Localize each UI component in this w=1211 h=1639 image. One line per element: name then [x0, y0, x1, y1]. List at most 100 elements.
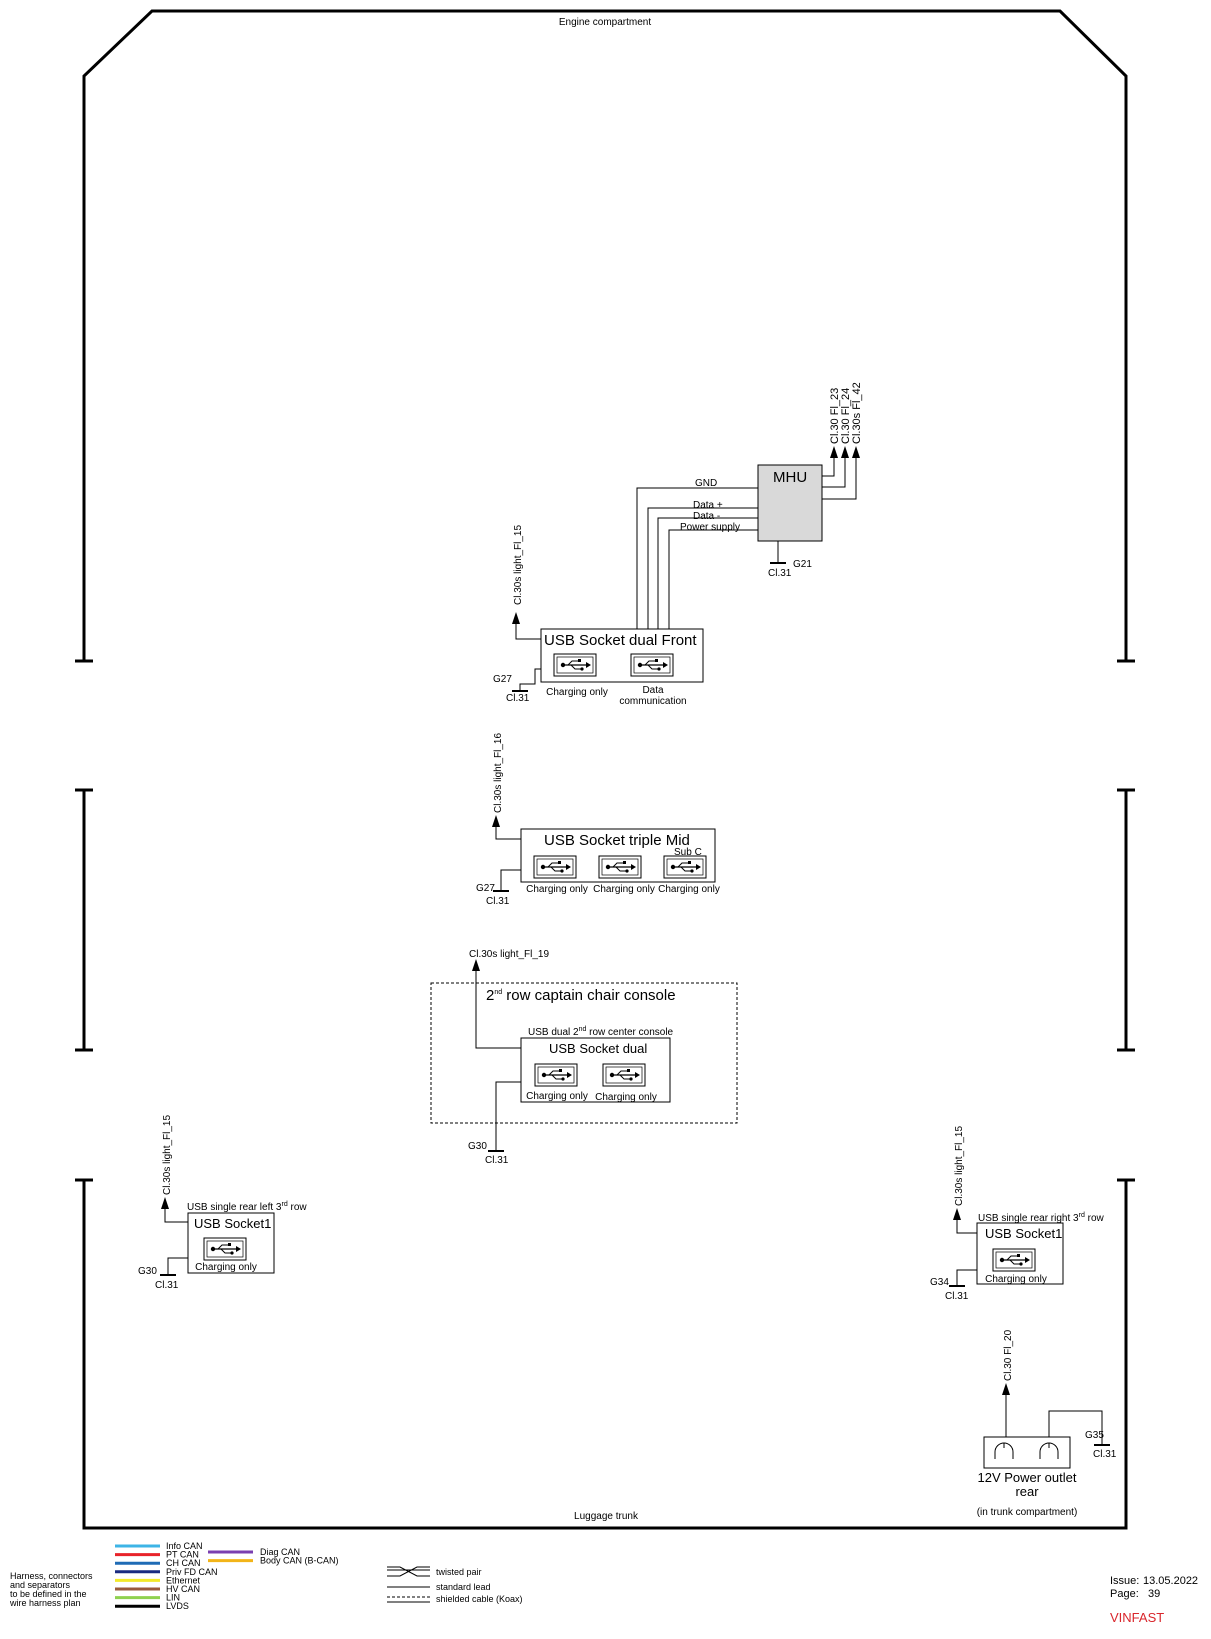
rear-left-power: Cl.30s light_Fl_15 [161, 1115, 188, 1223]
rear-left-subtitle: USB single rear left 3rd row [187, 1201, 307, 1213]
console-socket-title: USB Socket dual [549, 1041, 647, 1056]
legend-bus-label: HV CAN [166, 1584, 200, 1594]
outlet-ground-id: G35 [1085, 1430, 1104, 1441]
legend-bus-label: LIN [166, 1593, 180, 1603]
usb-mid-port2-label: Charging only [593, 884, 655, 895]
usb-mid-title: USB Socket triple Mid [544, 832, 690, 849]
mhu-outputs: Cl.30 Fl_23 Cl.30 Fl_24 Cl.30s Fl_42 [822, 382, 863, 500]
usb-front-socket[interactable]: USB Socket dual Front [540, 628, 704, 683]
console-usb-subtitle: USB dual 2nd row center console [528, 1026, 674, 1038]
rear-right-ground-id: G34 [930, 1277, 949, 1288]
wire-data-plus: Data + [693, 500, 723, 511]
rear-right-ground-label: Cl.31 [945, 1291, 969, 1302]
legend-bus-label: Diag CAN [260, 1547, 300, 1557]
usb-front-ground-label: Cl.31 [506, 693, 530, 704]
rear-right-title: USB Socket1 [985, 1226, 1062, 1241]
mhu-output-3: Cl.30s Fl_42 [851, 382, 863, 444]
outlet-ground-label: Cl.31 [1093, 1449, 1117, 1460]
rear-right-socket[interactable]: USB Socket1 Charging only [976, 1222, 1064, 1285]
mhu-ground-id: G21 [793, 559, 812, 570]
usb-port-icon [553, 653, 597, 677]
legend-line-label: standard lead [436, 1582, 491, 1592]
legend-line-types: twisted pair standard lead shielded cabl… [387, 1566, 523, 1604]
usb-front-title: USB Socket dual Front [544, 632, 697, 649]
console-area [430, 982, 738, 1124]
rear-right-subtitle: USB single rear right 3rd row [978, 1212, 1105, 1224]
legend-note-line: Harness, connectors [10, 1571, 93, 1581]
usb-mid-port1-label: Charging only [526, 884, 588, 895]
outlet-socket[interactable] [983, 1436, 1071, 1469]
legend-bus-label: Body CAN (B-CAN) [260, 1556, 339, 1566]
rear-right-power-label: Cl.30s light_Fl_15 [954, 1126, 965, 1206]
outlet-ground: G35 Cl.31 [1048, 1410, 1117, 1460]
rear-left-ground-label: Cl.31 [155, 1280, 179, 1291]
wire-power-supply: Power supply [680, 522, 740, 533]
mhu-unit[interactable]: MHU [757, 464, 823, 542]
console-port2-label: Charging only [595, 1092, 657, 1103]
usb-port-icon [630, 653, 674, 677]
rear-left-ground-id: G30 [138, 1266, 157, 1277]
rear-right-ground: G34 Cl.31 [930, 1269, 977, 1302]
legend-bus-label: LVDS [166, 1601, 189, 1611]
rear-left-power-label: Cl.30s light_Fl_15 [162, 1115, 173, 1195]
usb-port-icon [203, 1237, 247, 1261]
wire-data-minus: Data - [693, 511, 720, 522]
mhu-ground-label: Cl.31 [768, 568, 792, 579]
rear-left-socket[interactable]: USB Socket1 Charging only [187, 1212, 275, 1274]
usb-port-icon [663, 855, 707, 879]
console-title: 2nd row captain chair console [486, 987, 676, 1004]
rear-right-power: Cl.30s light_Fl_15 [953, 1126, 977, 1234]
issue-label: Issue: [1110, 1575, 1139, 1587]
legend-line-label: twisted pair [436, 1567, 482, 1577]
console-port1-label: Charging only [526, 1091, 588, 1102]
outlet-title-2: rear [1015, 1484, 1039, 1499]
usb-mid-power: Cl.30s light_Fl_16 [492, 733, 521, 840]
legend-line-label: shielded cable (Koax) [436, 1594, 523, 1604]
legend-note-line: wire harness plan [9, 1598, 81, 1608]
usb-front-power: Cl.30s light_Fl_15 [512, 525, 541, 640]
outlet-note: (in trunk compartment) [977, 1507, 1078, 1518]
page-number: 39 [1148, 1588, 1160, 1600]
legend-bus-label: PT CAN [166, 1550, 199, 1560]
usb-mid-ground: G27 Cl.31 [476, 869, 521, 907]
rear-left-title: USB Socket1 [194, 1216, 271, 1231]
console-usb-socket[interactable]: USB Socket dual Charging only Charging o… [520, 1037, 671, 1103]
brand-logo: VINFAST [1110, 1610, 1164, 1625]
console-power-label: Cl.30s light_Fl_19 [469, 949, 549, 960]
luggage-trunk-label: Luggage trunk [574, 1511, 639, 1522]
usb-front-ground-id: G27 [493, 674, 512, 685]
outlet-power: Cl.30 Fl_20 [1002, 1329, 1014, 1437]
legend-bus-label: Ethernet [166, 1575, 201, 1585]
rear-right-port-label: Charging only [985, 1274, 1047, 1285]
usb-port-icon [992, 1248, 1036, 1272]
usb-port-icon [598, 855, 642, 879]
usb-front-power-label: Cl.30s light_Fl_15 [513, 525, 524, 605]
usb-mid-port3-label: Charging only [658, 884, 720, 895]
usb-front-port1-label: Charging only [546, 687, 608, 698]
mhu-output-2: Cl.30 Fl_24 [840, 388, 852, 444]
usb-mid-socket[interactable]: USB Socket triple Mid Sub C [520, 828, 716, 883]
outlet-power-label: Cl.30 Fl_20 [1003, 1329, 1014, 1381]
rear-left-port-label: Charging only [195, 1262, 257, 1273]
usb-mid-subc: Sub C [674, 847, 702, 858]
mhu-label: MHU [773, 469, 807, 486]
console-ground-id: G30 [468, 1141, 487, 1152]
usb-front-ground: G27 Cl.31 [493, 668, 541, 704]
console-ground: G30 Cl.31 [468, 1081, 521, 1166]
usb-front-port2-label-2: communication [619, 696, 686, 707]
mhu-usb-wires: GND Data + Data - Power supply [636, 478, 758, 629]
usb-mid-ground-id: G27 [476, 883, 495, 894]
vehicle-outline [75, 9, 1135, 1530]
usb-port-icon [534, 1063, 578, 1087]
page-label: Page: [1110, 1588, 1139, 1600]
engine-compartment-label: Engine compartment [559, 17, 651, 28]
legend-bus-label: Priv FD CAN [166, 1567, 218, 1577]
usb-front-port2-label-1: Data [642, 685, 664, 696]
legend-note-line: to be defined in the [10, 1589, 87, 1599]
legend-note-line: and separators [10, 1580, 71, 1590]
usb-port-icon [602, 1063, 646, 1087]
legend-bus-label: Info CAN [166, 1541, 203, 1551]
legend-note: Harness, connectors and separators to be… [9, 1571, 93, 1608]
